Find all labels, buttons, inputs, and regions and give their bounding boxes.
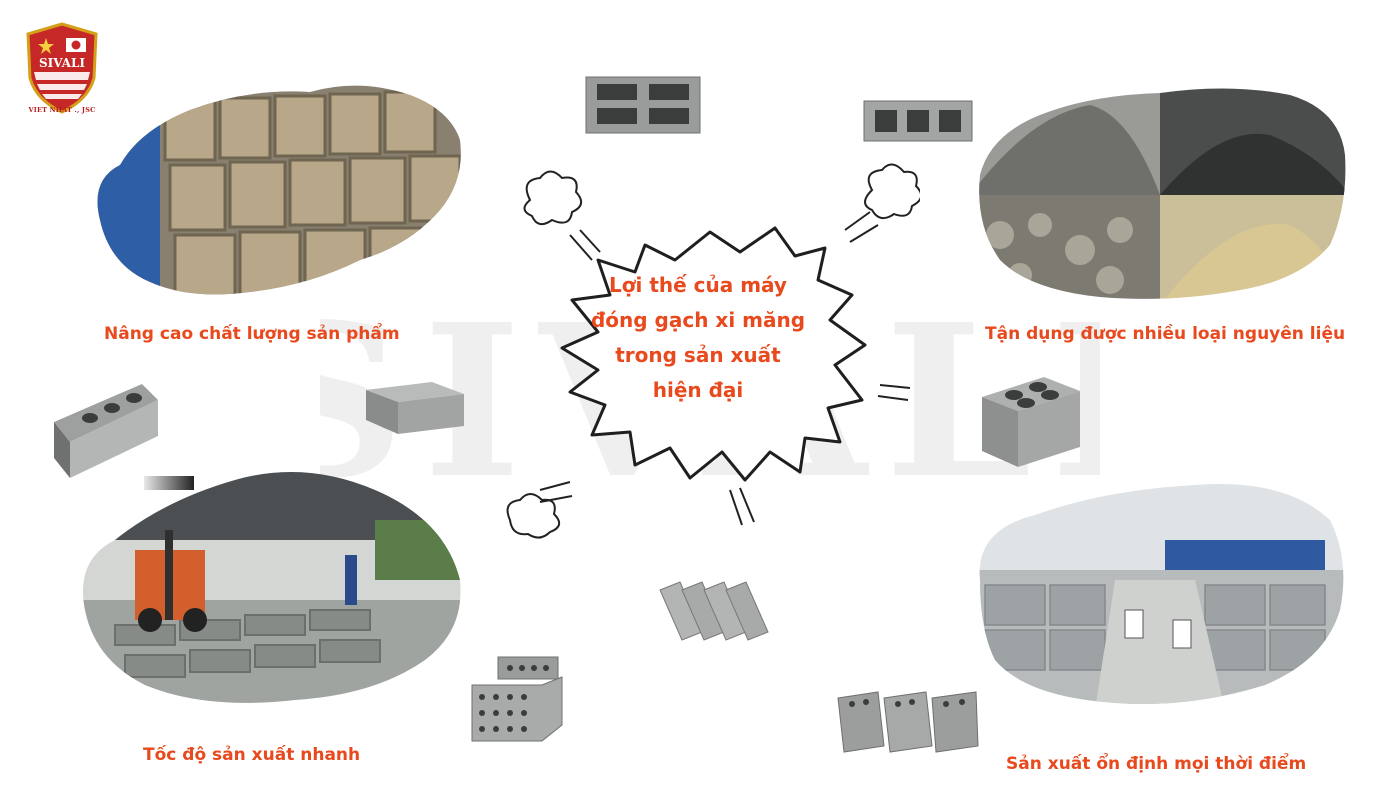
logo-text: SIVALI: [39, 56, 85, 70]
thin-brick-icon: [144, 476, 194, 490]
center-title-line-2: đóng gạch xi măng: [590, 308, 806, 332]
caption-fast-production: Tốc độ sản xuất nhanh: [143, 745, 361, 765]
center-title: Lợi thế của máy đóng gạch xi măng trong …: [548, 268, 848, 408]
hollow-brick-3hole-icon: [863, 100, 973, 142]
solid-bricks-row-icon: [659, 581, 769, 641]
raw-materials-photo: [979, 88, 1346, 299]
center-title-line-4: hiện đại: [652, 378, 744, 402]
caption-stable-production: Sản xuất ổn định mọi thời điểm: [1006, 754, 1307, 774]
caption-product-quality: Nâng cao chất lượng sản phẩm: [104, 324, 400, 344]
angled-hollow-brick-icon: [54, 384, 158, 478]
perforated-blocks-group-icon: [837, 691, 979, 753]
center-title-line-3: trong sản xuất: [615, 343, 781, 367]
caption-material-flexibility: Tận dụng được nhiều loại nguyên liệu: [985, 324, 1346, 344]
center-title-line-1: Lợi thế của máy: [609, 273, 787, 297]
fast-production-photo: [83, 472, 461, 703]
large-hollow-block-icon: [982, 377, 1080, 467]
comic-burst-shape: [506, 163, 920, 539]
solid-block-icon: [366, 382, 464, 434]
hollow-brick-2x2-icon: [585, 76, 701, 134]
company-name: VIET NHAT ., JSC: [28, 106, 96, 114]
stable-production-photo: [979, 484, 1344, 704]
brick-quality-photo: [97, 85, 461, 295]
sivali-logo: SIVALI: [26, 22, 98, 114]
perforated-brick-stack-icon: [471, 656, 563, 742]
